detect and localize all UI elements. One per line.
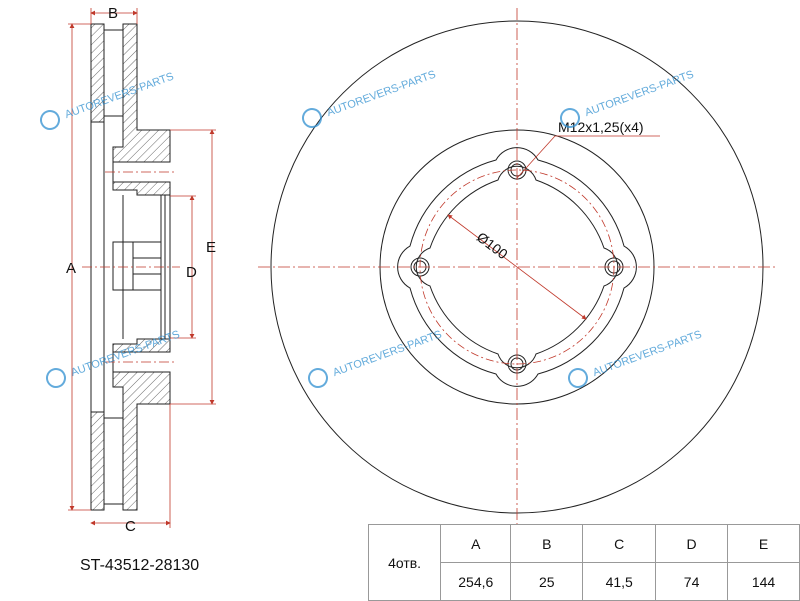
center-bore <box>415 165 619 369</box>
part-number: ST-43512-28130 <box>80 557 200 574</box>
value-d: 74 <box>655 562 728 601</box>
pcd-label: Ø100 <box>474 229 511 263</box>
value-b: 25 <box>510 562 584 601</box>
header-c: C <box>582 524 657 563</box>
watermark: AUTOREVERS-PARTS <box>591 329 703 380</box>
header-b: B <box>510 524 584 563</box>
side-section-view <box>90 23 171 511</box>
watermark: AUTOREVERS-PARTS <box>331 329 443 380</box>
watermark: AUTOREVERS-PARTS <box>63 71 175 122</box>
thread-label: M12x1,25(x4) <box>558 119 644 135</box>
watermark: AUTOREVERS-PARTS <box>583 69 695 120</box>
dim-label-c: C <box>125 518 136 535</box>
value-e: 144 <box>726 562 800 601</box>
dim-label-a: A <box>66 260 76 277</box>
dimension-lines <box>68 8 216 528</box>
header-a: A <box>440 524 512 563</box>
dim-label-d: D <box>186 264 197 281</box>
spec-table: 4отв. A B C D E 254,6 25 41,5 74 144 <box>367 524 800 601</box>
dim-label-e: E <box>206 239 216 256</box>
holes-label: 4отв. <box>367 524 442 601</box>
value-a: 254,6 <box>440 562 512 601</box>
header-d: D <box>655 524 728 563</box>
dim-label-b: B <box>108 5 118 22</box>
header-e: E <box>726 524 800 563</box>
pcd-circle <box>419 169 615 365</box>
value-c: 41,5 <box>582 562 657 601</box>
front-center-lines <box>258 8 778 528</box>
